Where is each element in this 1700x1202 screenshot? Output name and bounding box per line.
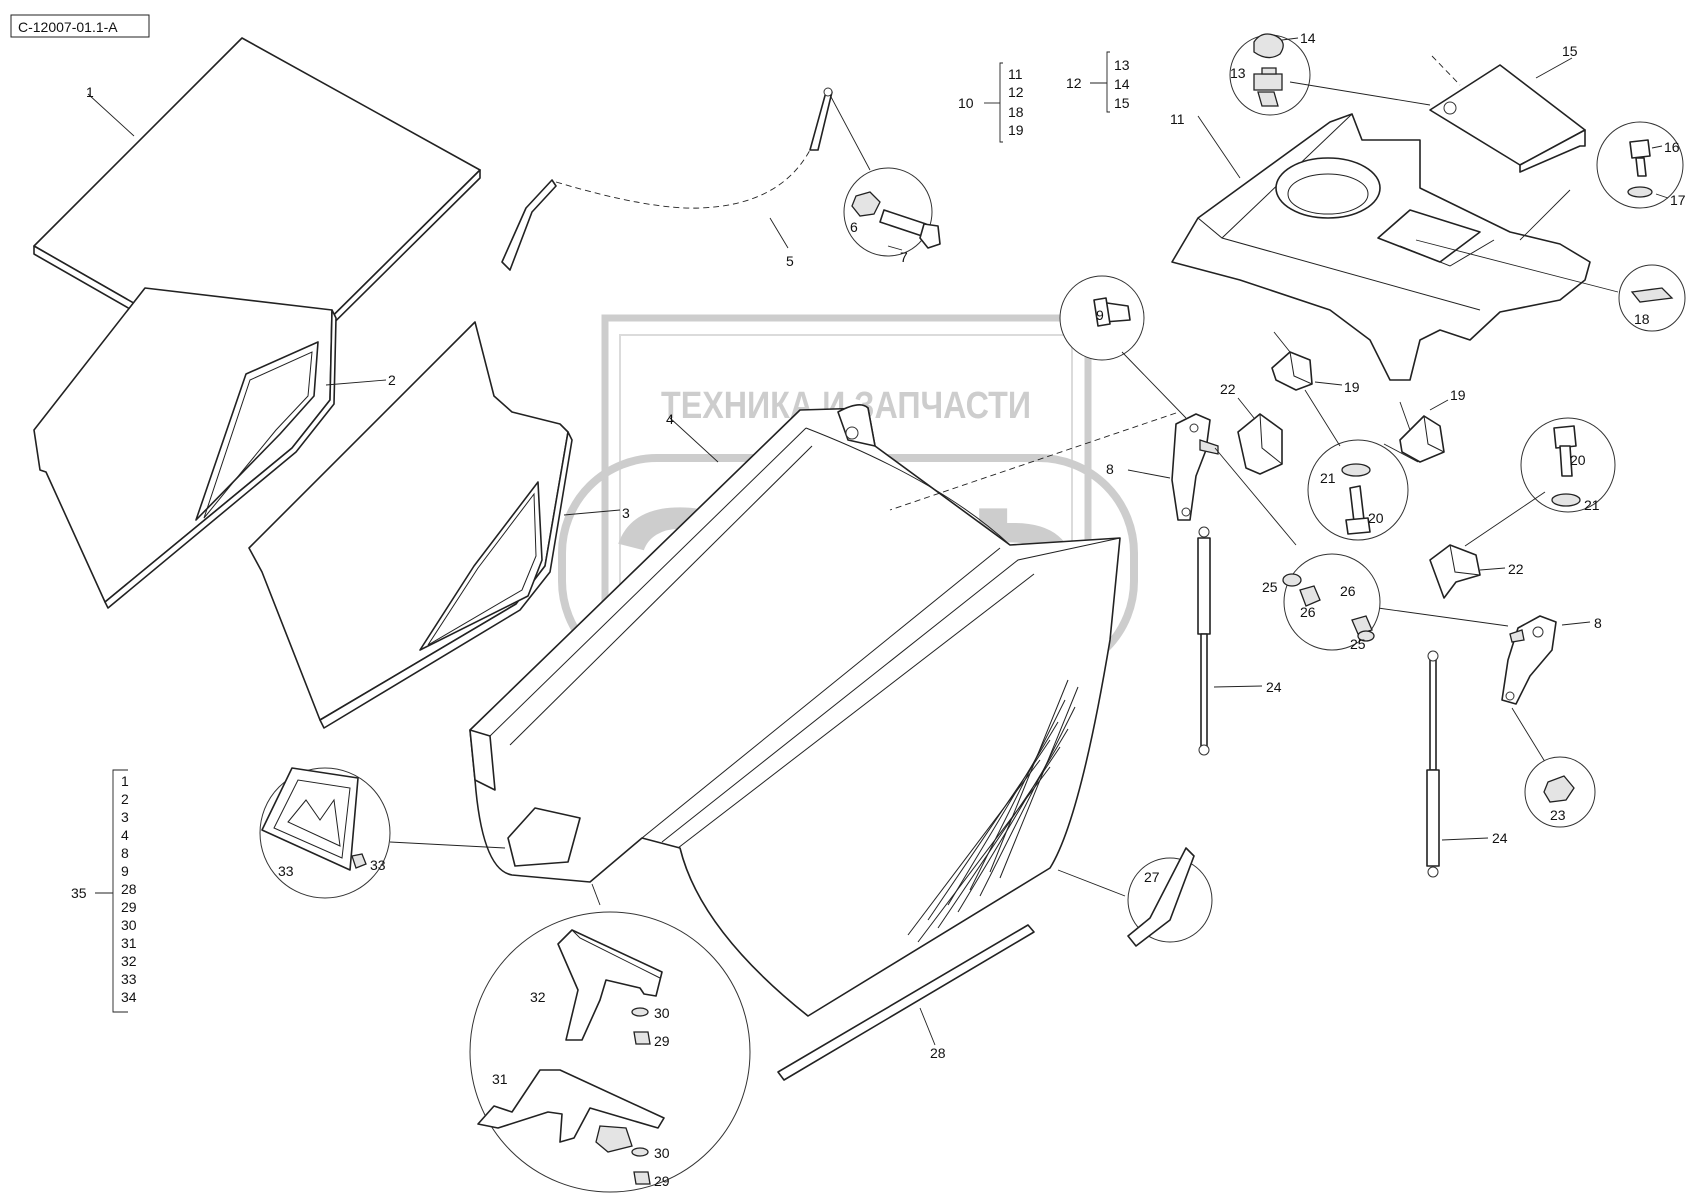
assembly-10-child-2: 12: [1008, 84, 1024, 100]
callout-22-a: 22: [1220, 381, 1236, 397]
callout-labels: 1 2 3 4 5 6 7 8 8 9 11 13 14 15 16 17 18…: [71, 30, 1686, 1189]
callout-4: 4: [666, 411, 674, 427]
callout-17: 17: [1670, 192, 1686, 208]
assembly-35-child-9: 30: [121, 917, 137, 933]
callout-33-screw: 33: [370, 857, 386, 873]
callout-15: 15: [1562, 43, 1578, 59]
detail-circle-badge-33: [259, 767, 391, 899]
assembly-35-child-3: 3: [121, 809, 129, 825]
callout-28: 28: [930, 1045, 946, 1061]
callout-18: 18: [1634, 311, 1650, 327]
callout-8-lower: 8: [1594, 615, 1602, 631]
detail-circle-bolt-6-7: [829, 94, 941, 257]
detail-circle-bolt-9: [1059, 275, 1187, 419]
assembly-35-child-6: 9: [121, 863, 129, 879]
callout-29-lower: 29: [654, 1173, 670, 1189]
detail-circle-bolt-20-21-a: [1304, 389, 1419, 541]
callout-31: 31: [492, 1071, 508, 1087]
detail-circle-lock-13-14: [1229, 33, 1431, 116]
assembly-35-child-1: 1: [121, 773, 129, 789]
part-27-deflector: [1127, 847, 1213, 947]
part-11-top-console: [1171, 113, 1591, 381]
callout-30-upper: 30: [654, 1005, 670, 1021]
callout-2: 2: [388, 372, 396, 388]
callout-6: 6: [850, 219, 858, 235]
diagram-code-box: C-12007-01.1-A: [10, 14, 150, 38]
part-24-gas-strut-b: [1426, 650, 1489, 878]
callout-26-a: 26: [1300, 604, 1316, 620]
part-22-bracket-a: [1237, 397, 1283, 475]
assembly-35-child-10: 31: [121, 935, 137, 951]
callout-24-a: 24: [1266, 679, 1282, 695]
callout-24-b: 24: [1492, 830, 1508, 846]
assembly-12-child-3: 15: [1114, 95, 1130, 111]
callout-19-left: 19: [1344, 379, 1360, 395]
callout-30-lower: 30: [654, 1145, 670, 1161]
assembly-12-child-2: 14: [1114, 76, 1130, 92]
callout-1: 1: [86, 84, 94, 100]
callout-23: 23: [1550, 807, 1566, 823]
assembly-10: [984, 62, 1003, 143]
part-19-bracket-right: [1399, 399, 1449, 463]
callout-25-b: 25: [1350, 636, 1366, 652]
part-28-seal-strip: [777, 924, 1035, 1081]
callout-14: 14: [1300, 30, 1316, 46]
assembly-10-child-4: 19: [1008, 122, 1024, 138]
assembly-35: [95, 769, 128, 1013]
callout-21-b: 21: [1584, 497, 1600, 513]
assembly-10-child-1: 11: [1008, 66, 1023, 82]
callout-29-upper: 29: [654, 1033, 670, 1049]
assembly-12: [1090, 51, 1110, 113]
assembly-35-child-13: 34: [121, 989, 137, 1005]
part-5-release-cable: [501, 87, 833, 271]
callout-27: 27: [1144, 869, 1160, 885]
callout-20-b: 20: [1570, 452, 1586, 468]
callout-3: 3: [622, 505, 630, 521]
diagram-code: C-12007-01.1-A: [18, 19, 118, 35]
detail-circle-bolt-20-21-b: [1520, 417, 1616, 513]
assembly-35-child-12: 33: [121, 971, 137, 987]
assembly-35-child-5: 8: [121, 845, 129, 861]
callout-16: 16: [1664, 139, 1680, 155]
assembly-12-parent: 12: [1066, 75, 1082, 91]
assembly-35-child-11: 32: [121, 953, 137, 969]
part-8-hinge-lower: [1377, 607, 1591, 771]
part-22-bracket-b: [1429, 491, 1546, 599]
part-15-access-lid: [1429, 55, 1586, 173]
part-2-side-window-panel: [33, 287, 387, 609]
assembly-12-child-1: 13: [1114, 57, 1130, 73]
callout-5: 5: [786, 253, 794, 269]
detail-circle-latch-29-32: [469, 911, 751, 1193]
callout-33-badge: 33: [278, 863, 294, 879]
detail-circle-nut-23: [1524, 756, 1596, 828]
callout-22-b: 22: [1508, 561, 1524, 577]
assembly-35-parent: 35: [71, 885, 87, 901]
assembly-35-child-4: 4: [121, 827, 129, 843]
callout-25-a: 25: [1262, 579, 1278, 595]
callout-13: 13: [1230, 65, 1246, 81]
assembly-35-child-8: 29: [121, 899, 137, 915]
part-19-bracket-left: [1271, 331, 1343, 391]
assembly-35-child-2: 2: [121, 791, 129, 807]
part-3-side-window-panel: [248, 321, 621, 729]
callout-26-b: 26: [1340, 583, 1356, 599]
detail-circle-bolt-16-17: [1596, 121, 1684, 209]
detail-circle-seal-18: [1415, 239, 1686, 332]
part-8-hinge-upper: [889, 412, 1297, 546]
assembly-35-child-7: 28: [121, 881, 137, 897]
part-24-gas-strut-a: [1197, 526, 1263, 756]
callout-11: 11: [1170, 111, 1185, 127]
callout-20-a: 20: [1368, 510, 1384, 526]
detail-circle-nuts-25-26: [1282, 553, 1381, 651]
callout-21-a: 21: [1320, 470, 1336, 486]
callout-19-right: 19: [1450, 387, 1466, 403]
callout-7: 7: [900, 249, 908, 265]
assembly-10-parent: 10: [958, 95, 974, 111]
callout-8-upper: 8: [1106, 461, 1114, 477]
callout-32: 32: [530, 989, 546, 1005]
callout-9: 9: [1096, 307, 1104, 323]
assembly-10-child-3: 18: [1008, 104, 1024, 120]
part-4-engine-hood: [389, 404, 1126, 1017]
